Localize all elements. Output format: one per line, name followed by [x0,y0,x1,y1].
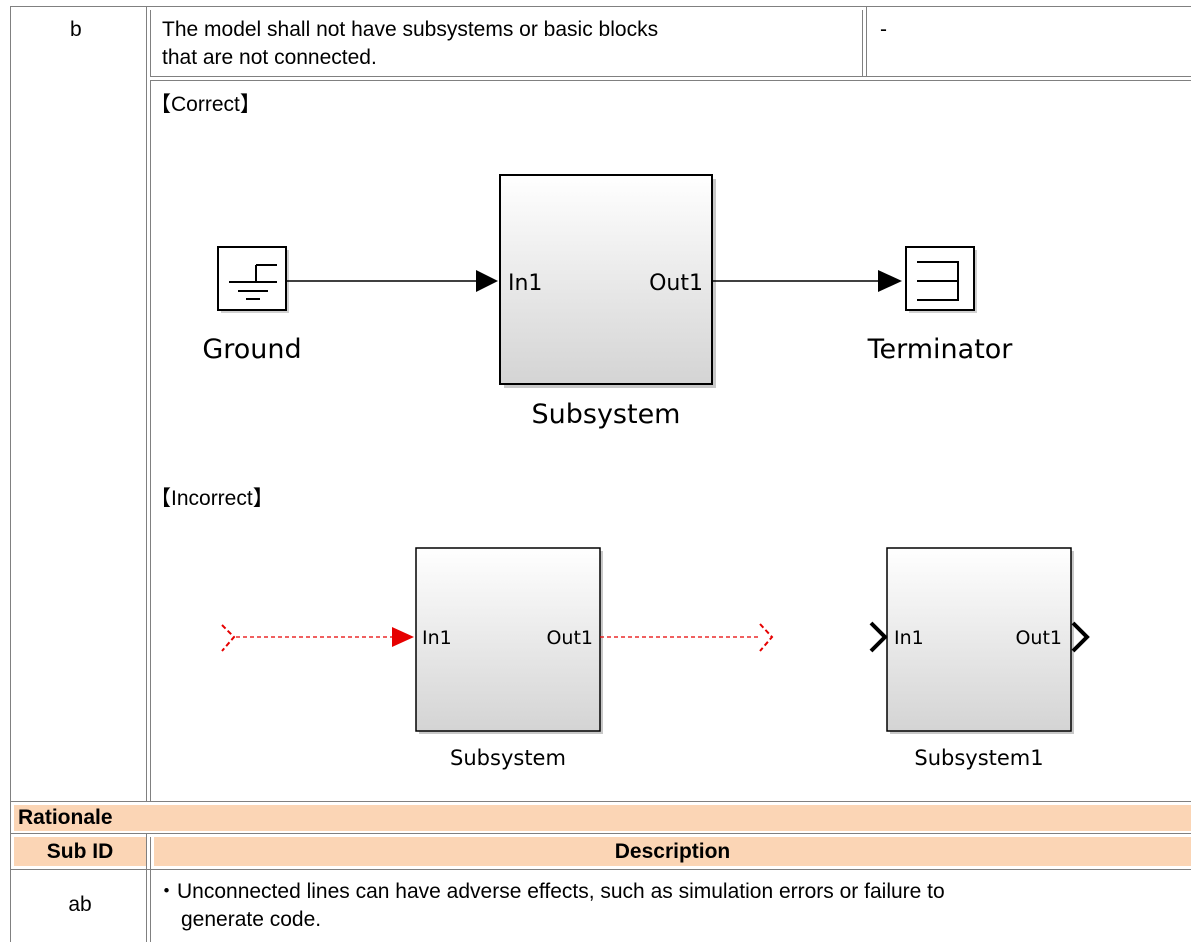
rationale-col-divider-inner [150,837,151,942]
rationale-header-bg [14,805,1191,831]
incorrect-label: 【Incorrect】 [150,487,274,510]
rule-row-bottom [150,76,1191,77]
terminator-in-arrow [878,270,902,292]
incorrect-subsystem-label: Subsystem [450,746,566,770]
terminator-block[interactable] [905,246,977,313]
col-subid-header: Sub ID [46,840,114,863]
subid-col-divider [146,6,147,801]
terminator-label: Terminator [867,334,1014,365]
rationale-title: Rationale [18,806,113,829]
rule-text-line1: The model shall not have subsystems or b… [162,18,659,41]
rationale-row-subid: ab [68,893,92,916]
subsystem-block-incorrect[interactable] [415,547,603,734]
col-subid-header-bg [14,837,146,866]
subsystem-in-port: In1 [508,271,542,296]
rationale-col-divider [146,833,147,942]
table-left-border [10,6,11,942]
subsystem-out-port: Out1 [649,271,703,296]
rule-sub-id: b [70,18,82,41]
subsystem1-unconnected-in-port [869,621,888,653]
subsystem-label: Subsystem [531,399,680,430]
unconnected-sink-marker [759,623,774,652]
note-col-divider [862,10,863,76]
incorrect-subsystem-out-port: Out1 [546,627,593,649]
subsystem1-block[interactable] [886,547,1074,734]
model-diagrams: Ground In1 Out1 Subsystem Terminator In1… [202,174,1090,770]
incorrect-subsystem-in-port: In1 [422,627,452,649]
subsystem1-unconnected-out-port [1071,621,1090,653]
rationale-header-bottom [10,833,1191,834]
col-desc-header-bg [154,837,1191,866]
table-top-border [10,6,1191,7]
rule-text-line2: that are not connected. [162,46,377,69]
subid-col-divider-inner [150,10,151,76]
rationale-row-line2: generate code. [181,908,322,931]
col-desc-header: Description [614,840,731,863]
subsystem1-in-port: In1 [894,627,924,649]
unconnected-source-marker [221,624,236,652]
col-header-bottom [10,869,1191,870]
ground-label: Ground [202,334,301,365]
subsystem-in-arrow [476,270,498,292]
diagram-cell-top [150,80,1191,81]
note-col-divider-inner [866,6,867,76]
unconnected-in-arrow [392,627,414,647]
rule-note: - [880,18,887,41]
correct-label: 【Correct】 [150,93,261,116]
ground-block[interactable] [217,246,289,313]
rationale-row-line1: ・Unconnected lines can have adverse effe… [156,880,945,903]
diagram-cell-left [150,80,151,801]
subsystem1-label: Subsystem1 [914,746,1043,770]
subsystem-block[interactable] [499,174,716,388]
diagram-row-bottom [10,801,1191,802]
subsystem1-out-port: Out1 [1015,627,1062,649]
